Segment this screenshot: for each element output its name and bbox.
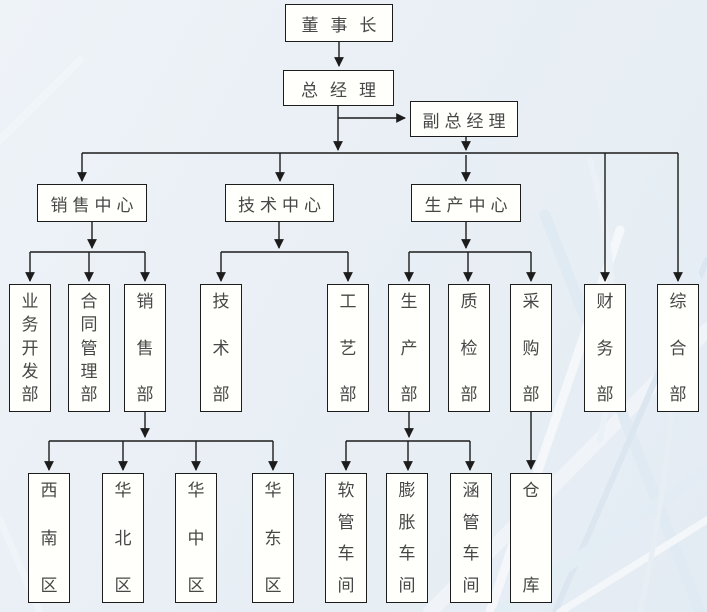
node-finance-dept: 财务部 [584, 284, 626, 412]
node-process-dept: 工艺部 [327, 284, 369, 412]
node-production-center: 生产中心 [411, 184, 521, 222]
node-expansion-workshop: 膨胀车间 [386, 473, 428, 603]
node-chairman: 董事长 [285, 4, 393, 42]
node-general-manager: 总经理 [283, 70, 394, 106]
node-sales-center-label: 销售中心 [50, 195, 139, 215]
node-tech-center-label: 技术中心 [238, 195, 326, 215]
node-east-china-region: 华东区 [252, 473, 294, 603]
node-general-affairs-dept: 综合部 [657, 284, 699, 412]
node-hose-workshop: 软管车间 [325, 473, 367, 603]
node-contract-mgmt-dept: 合同管理部 [68, 284, 110, 412]
node-central-china-region: 华中区 [175, 473, 217, 603]
node-qc-dept: 质检部 [448, 284, 490, 412]
node-general-manager-label: 总经理 [301, 80, 388, 100]
node-tech-center: 技术中心 [225, 184, 334, 222]
node-biz-dev-dept: 业务开发部 [9, 284, 51, 412]
node-deputy-general-manager-label: 副总经理 [422, 111, 511, 131]
node-tech-dept: 技术部 [200, 284, 242, 412]
node-north-china-region: 华北区 [102, 473, 144, 603]
node-sales-center: 销售中心 [37, 184, 147, 222]
node-chairman-label: 董事长 [301, 15, 389, 35]
node-purchasing-dept: 采购部 [510, 284, 552, 412]
node-sales-dept: 销售部 [124, 284, 166, 412]
node-production-center-label: 生产中心 [424, 195, 513, 215]
node-warehouse: 仓库 [510, 473, 552, 603]
node-culvert-workshop: 涵管车间 [450, 473, 492, 603]
node-production-dept: 生产部 [388, 284, 430, 412]
node-deputy-general-manager: 副总经理 [410, 101, 518, 137]
node-southwest-region: 西南区 [28, 473, 70, 603]
